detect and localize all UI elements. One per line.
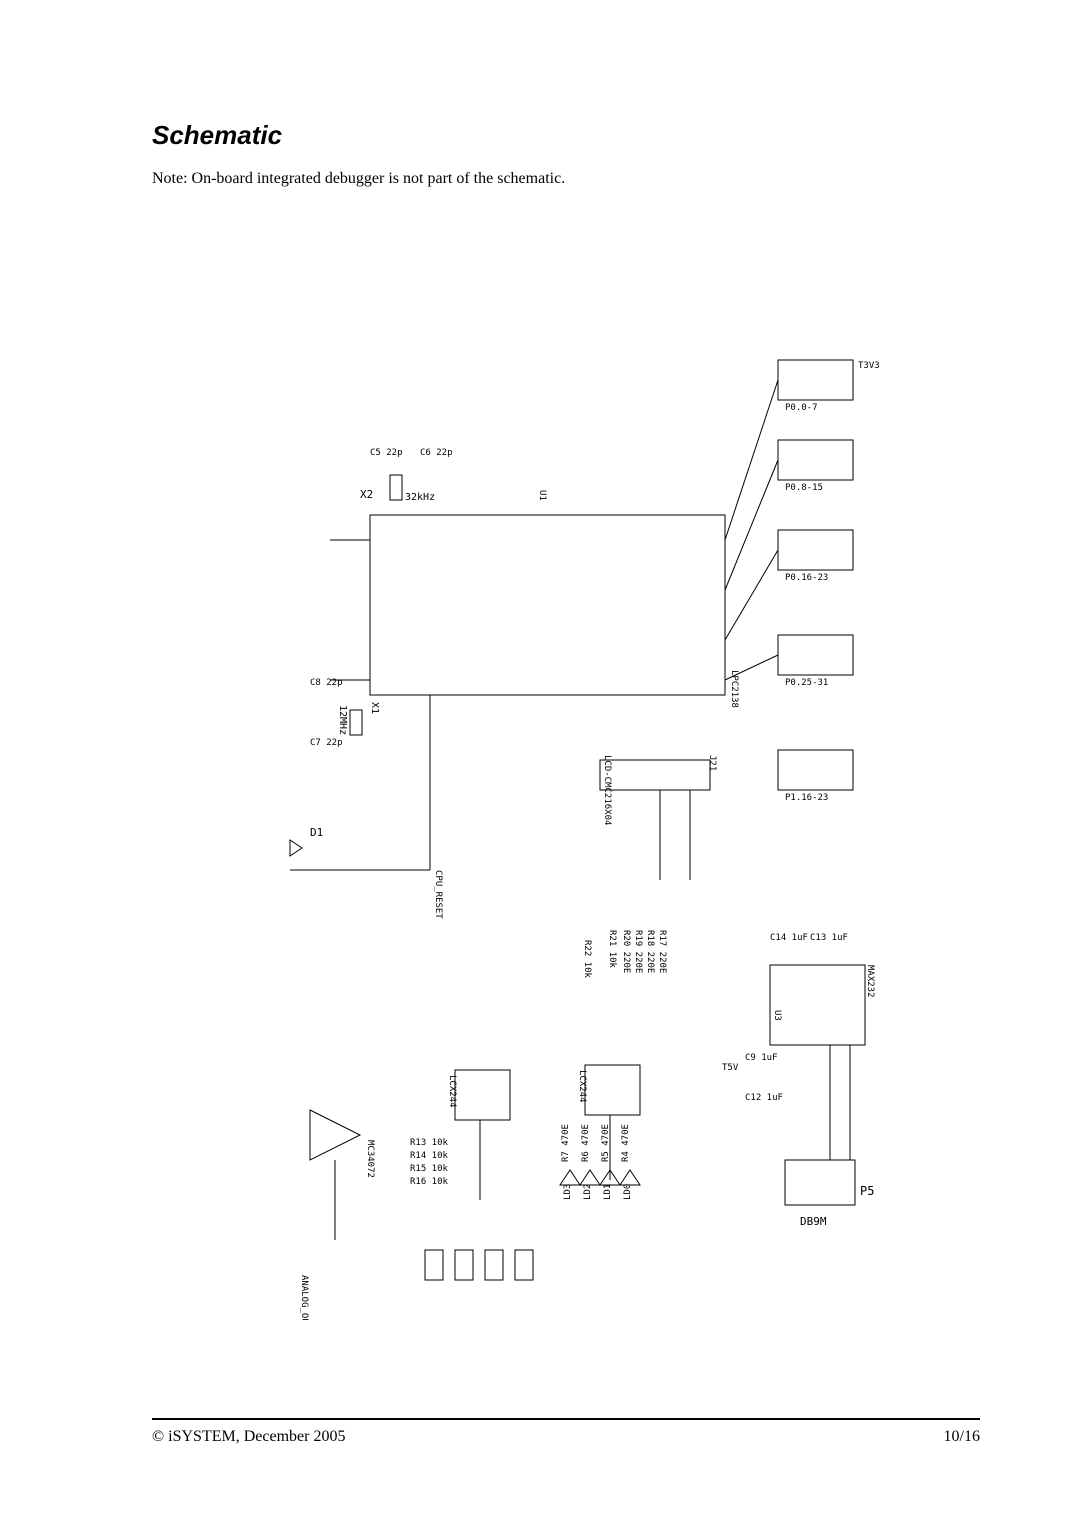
rs232-conn-type-label: DB9M <box>800 1215 827 1228</box>
buffer-b-body <box>584 1064 641 1116</box>
supply-label: T3V3 <box>858 361 880 371</box>
header-j1-label: P0.0-7 <box>785 403 818 413</box>
rs232-conn-label: P5 <box>860 1184 874 1198</box>
rs232-part-label: MAX232 <box>865 965 875 998</box>
header-j4-body <box>777 634 854 676</box>
header-j2-body <box>777 439 854 481</box>
crystal-rtc-ref: X2 <box>360 488 373 501</box>
buffer-a-body <box>454 1069 511 1121</box>
resistor-label: R13 10k <box>410 1138 449 1148</box>
crystal-main-label: 12MHz <box>337 705 348 735</box>
mcu-part-label: LPC2138 <box>729 670 739 708</box>
opamp-body <box>309 1109 362 1161</box>
reset-net-label: CPU_RESET <box>433 870 443 919</box>
led-label: LD2 <box>583 1184 593 1200</box>
header-j5-label: P1.16-23 <box>785 793 828 803</box>
resistor-label: R22 10k <box>582 940 592 979</box>
schematic-note: Note: On-board integrated debugger is no… <box>152 170 566 187</box>
capacitor-label: C9 1uF <box>745 1053 778 1063</box>
capacitor-label: C14 1uF <box>770 933 808 943</box>
capacitor-label: C13 1uF <box>810 933 848 943</box>
mcu-body <box>369 514 726 696</box>
resistor-label: R20 220E <box>621 930 631 973</box>
header-j3-body <box>777 529 854 571</box>
footer-page-number: 10/16 <box>943 1428 980 1445</box>
capacitor-label: C6 22p <box>420 448 453 458</box>
max232-body <box>769 964 866 1046</box>
page-heading: Schematic <box>152 120 283 150</box>
resistor-label: R14 10k <box>410 1151 449 1161</box>
header-j3-label: P0.16-23 <box>785 573 828 583</box>
led-label: LD3 <box>563 1184 573 1200</box>
rs232-ref-label: U3 <box>772 1010 782 1021</box>
header-j5-body <box>777 749 854 791</box>
header-j2-label: P0.8-15 <box>785 483 823 493</box>
buffer-a-label: LCX244 <box>447 1075 457 1108</box>
db9-body <box>784 1159 856 1206</box>
crystal-rtc-label: 32kHz <box>405 492 435 503</box>
capacitor-label: C5 22p <box>370 448 403 458</box>
crystal-rtc <box>389 474 403 501</box>
led-resistor-label: R4 470E <box>621 1124 631 1162</box>
led-label: LD0 <box>623 1184 633 1200</box>
resistor-label: R19 220E <box>633 930 643 973</box>
mcu-ref-label: U1 <box>537 490 547 501</box>
resistor-label: R21 10k <box>607 930 617 969</box>
lcd-ref-label: J21 <box>707 755 717 771</box>
header-j4-label: P0.25-31 <box>785 678 828 688</box>
resistor-label: R16 10k <box>410 1177 449 1187</box>
crystal-main-ref: X1 <box>369 702 380 714</box>
header-j1-body <box>777 359 854 401</box>
led-resistor-label: R7 470E <box>561 1124 571 1162</box>
resistor-label: R15 10k <box>410 1164 449 1174</box>
resistor-label: R18 220E <box>645 930 655 973</box>
resistor-label: R17 220E <box>657 930 667 973</box>
opamp-label: MC34072 <box>365 1140 375 1178</box>
led-resistor-label: R6 470E <box>581 1124 591 1162</box>
supply-5v-label: T5V <box>722 1063 739 1073</box>
footer-rule <box>152 1418 980 1420</box>
led-label: LD1 <box>603 1184 613 1200</box>
analog-out-label: ANALOG_OUT <box>299 1275 309 1320</box>
capacitor-label: C12 1uF <box>745 1093 783 1103</box>
lcd-part-label: LCD-CMC216X04 <box>602 755 612 825</box>
capacitor-label: C8 22p <box>310 678 343 688</box>
schematic-drawing: U1 LPC2138 J21 LCD-CMC216X04 MAX232 U3 P… <box>289 359 880 1320</box>
diode-label: D1 <box>310 826 323 839</box>
led-resistor-label: R5 470E <box>601 1124 611 1162</box>
capacitor-label: C7 22p <box>310 738 343 748</box>
lcd-connector-body <box>599 759 711 791</box>
crystal-main <box>349 709 363 736</box>
buffer-b-label: LCX244 <box>577 1070 587 1103</box>
footer-copyright: © iSYSTEM, December 2005 <box>152 1428 346 1445</box>
